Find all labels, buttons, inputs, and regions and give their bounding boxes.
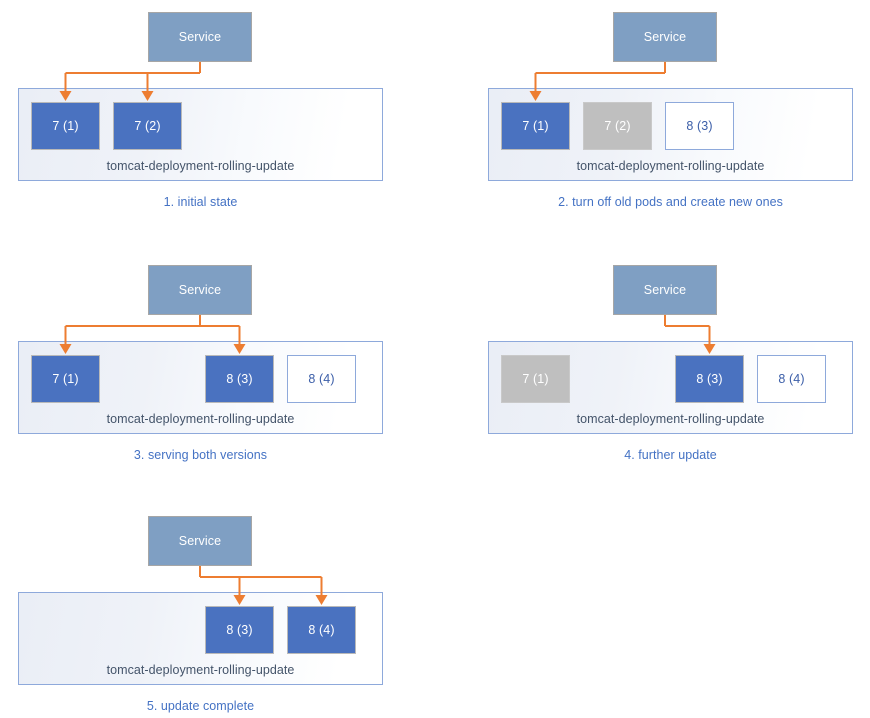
pod-box[interactable]: 8 (4) bbox=[757, 355, 826, 403]
pod-box[interactable]: 7 (1) bbox=[501, 355, 570, 403]
panel-caption: 3. serving both versions bbox=[133, 448, 268, 462]
pod-box[interactable]: 7 (2) bbox=[113, 102, 182, 150]
pod-box[interactable]: 8 (4) bbox=[287, 606, 356, 654]
diagram-panel-4: tomcat-deployment-rolling-update 7 (1) 8 (… bbox=[435, 253, 870, 506]
deployment-label: tomcat-deployment-rolling-update bbox=[106, 663, 295, 677]
service-box[interactable]: Service bbox=[148, 516, 252, 566]
pod-box[interactable]: 7 (1) bbox=[501, 102, 570, 150]
service-box[interactable]: Service bbox=[148, 265, 252, 315]
panel-caption: 2. turn off old pods and create new ones bbox=[558, 195, 783, 209]
pod-box[interactable]: 8 (4) bbox=[287, 355, 356, 403]
deployment-label: tomcat-deployment-rolling-update bbox=[106, 159, 295, 173]
diagram-panel-5: tomcat-deployment-rolling-update 8 (3) 8 (… bbox=[0, 504, 435, 718]
diagram-panel-3: tomcat-deployment-rolling-update 7 (1) 8 (… bbox=[0, 253, 435, 506]
service-box[interactable]: Service bbox=[148, 12, 252, 62]
panel-caption: 4. further update bbox=[624, 448, 717, 462]
deployment-label: tomcat-deployment-rolling-update bbox=[576, 412, 765, 426]
pod-box[interactable]: 7 (1) bbox=[31, 102, 100, 150]
service-box[interactable]: Service bbox=[613, 12, 717, 62]
pod-box[interactable]: 8 (3) bbox=[665, 102, 734, 150]
service-box[interactable]: Service bbox=[613, 265, 717, 315]
pod-box[interactable]: 7 (1) bbox=[31, 355, 100, 403]
pod-box[interactable]: 8 (3) bbox=[205, 606, 274, 654]
pod-box[interactable]: 8 (3) bbox=[675, 355, 744, 403]
diagram-panel-1: tomcat-deployment-rolling-update 7 (1) 7 (… bbox=[0, 0, 435, 253]
panel-caption: 5. update complete bbox=[146, 699, 255, 713]
pod-box[interactable]: 8 (3) bbox=[205, 355, 274, 403]
diagram-panel-2: tomcat-deployment-rolling-update 7 (1) 7 (… bbox=[435, 0, 870, 253]
panel-caption: 1. initial state bbox=[163, 195, 238, 209]
pod-box[interactable]: 7 (2) bbox=[583, 102, 652, 150]
deployment-label: tomcat-deployment-rolling-update bbox=[106, 412, 295, 426]
deployment-label: tomcat-deployment-rolling-update bbox=[576, 159, 765, 173]
